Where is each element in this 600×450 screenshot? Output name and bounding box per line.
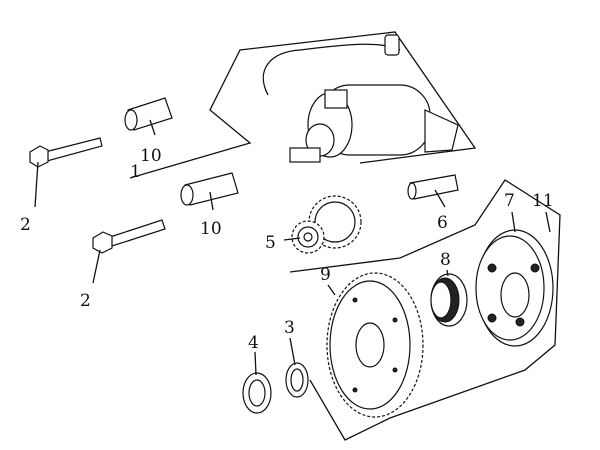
bolt-upper	[29, 137, 103, 168]
callout-8: 8	[440, 250, 451, 270]
starter-group-outline	[129, 31, 477, 179]
callout-2-lower: 2	[80, 291, 91, 311]
callout-11: 11	[532, 191, 554, 211]
callout-4: 4	[248, 333, 259, 353]
callout-9: 9	[320, 265, 331, 285]
one-way-clutch	[475, 229, 554, 347]
callout-3: 3	[284, 318, 295, 338]
washer	[285, 362, 309, 398]
callout-1: 1	[130, 162, 141, 182]
leader-lines	[34, 119, 551, 376]
nut	[242, 372, 272, 414]
starter-motor	[262, 34, 459, 163]
callout-10-upper: 10	[140, 146, 162, 166]
callout-6: 6	[437, 213, 448, 233]
pin-upper	[124, 97, 173, 131]
callout-2-upper: 2	[20, 215, 31, 235]
callout-7: 7	[504, 191, 515, 211]
callout-10-lower: 10	[200, 219, 222, 239]
pin-lower	[180, 172, 239, 206]
starter-driven-gear	[326, 272, 424, 418]
bolt-lower	[92, 219, 166, 254]
callout-5: 5	[265, 233, 276, 253]
idle-gear	[291, 195, 362, 254]
needle-bearing	[430, 273, 468, 327]
clutch-group-outline	[289, 179, 561, 441]
dowel-pin	[407, 174, 459, 200]
